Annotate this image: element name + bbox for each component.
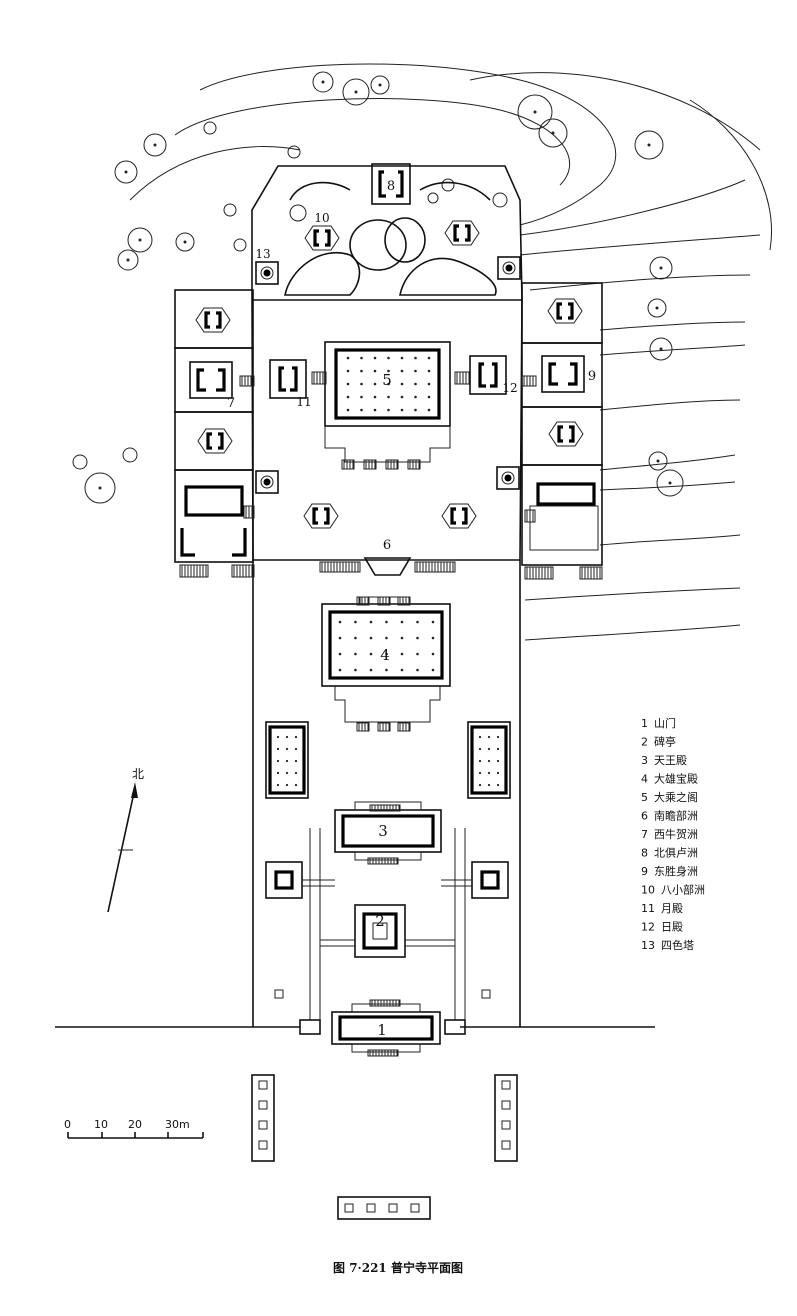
label-3: 3 (378, 822, 388, 840)
scale-tick-10: 10 (94, 1118, 108, 1131)
label-9: 9 (588, 369, 596, 384)
north-arrow: 北 (107, 767, 144, 913)
scale-bar: 0 10 20 30m (64, 1118, 204, 1139)
annex-southwest (180, 485, 247, 557)
scale-tick-0: 0 (64, 1118, 71, 1131)
contour-lines (129, 63, 772, 641)
label-10: 10 (314, 211, 329, 225)
hall-6-jambudvipa (320, 557, 455, 576)
scale-tick-20: 20 (128, 1118, 142, 1131)
stairs (179, 371, 603, 1057)
annex-southeast (529, 482, 599, 551)
label-8: 8 (387, 179, 395, 194)
plan-labels: 1 2 3 4 5 6 7 8 9 10 11 12 13 (227, 179, 596, 1039)
label-5: 5 (382, 371, 392, 389)
four-color-stupas (255, 256, 521, 494)
compound-wall (55, 165, 655, 1028)
side-hall-east (467, 721, 511, 799)
paths (302, 828, 472, 1020)
stele-rows (251, 1074, 518, 1220)
label-7: 7 (227, 396, 235, 411)
figure-caption: 图 7·221 普宁寺平面图 (333, 1260, 463, 1275)
north-label: 北 (132, 767, 144, 781)
hall-8-uttarakuru (371, 163, 411, 205)
label-2: 2 (375, 912, 385, 930)
hall-11-moon (269, 359, 307, 399)
hall-2-stele-pavilion (354, 904, 406, 958)
east-courtyards (521, 282, 603, 566)
label-13: 13 (255, 247, 270, 261)
trees (72, 71, 684, 504)
hall-12-sun (469, 355, 507, 395)
label-4: 4 (380, 646, 390, 664)
small-markers (274, 989, 491, 999)
label-1: 1 (377, 1021, 387, 1039)
rock-garden (284, 181, 497, 296)
hall-5-mahayana-pavilion (324, 341, 451, 463)
side-hall-west (265, 721, 309, 799)
hall-9-purvavideha (541, 355, 585, 393)
label-11: 11 (296, 395, 311, 409)
scale-tick-30m: 30m (165, 1118, 190, 1131)
hall-7-aparagodaniya (189, 361, 233, 399)
hall-3-heavenly-kings (334, 801, 442, 861)
label-12: 12 (502, 381, 517, 395)
label-6: 6 (383, 538, 391, 553)
eight-subcontinent-pavilions (195, 220, 584, 529)
hall-4-mahavira-hall (321, 596, 451, 723)
hall-1-mountain-gate (299, 1003, 466, 1053)
west-courtyards (174, 289, 254, 563)
